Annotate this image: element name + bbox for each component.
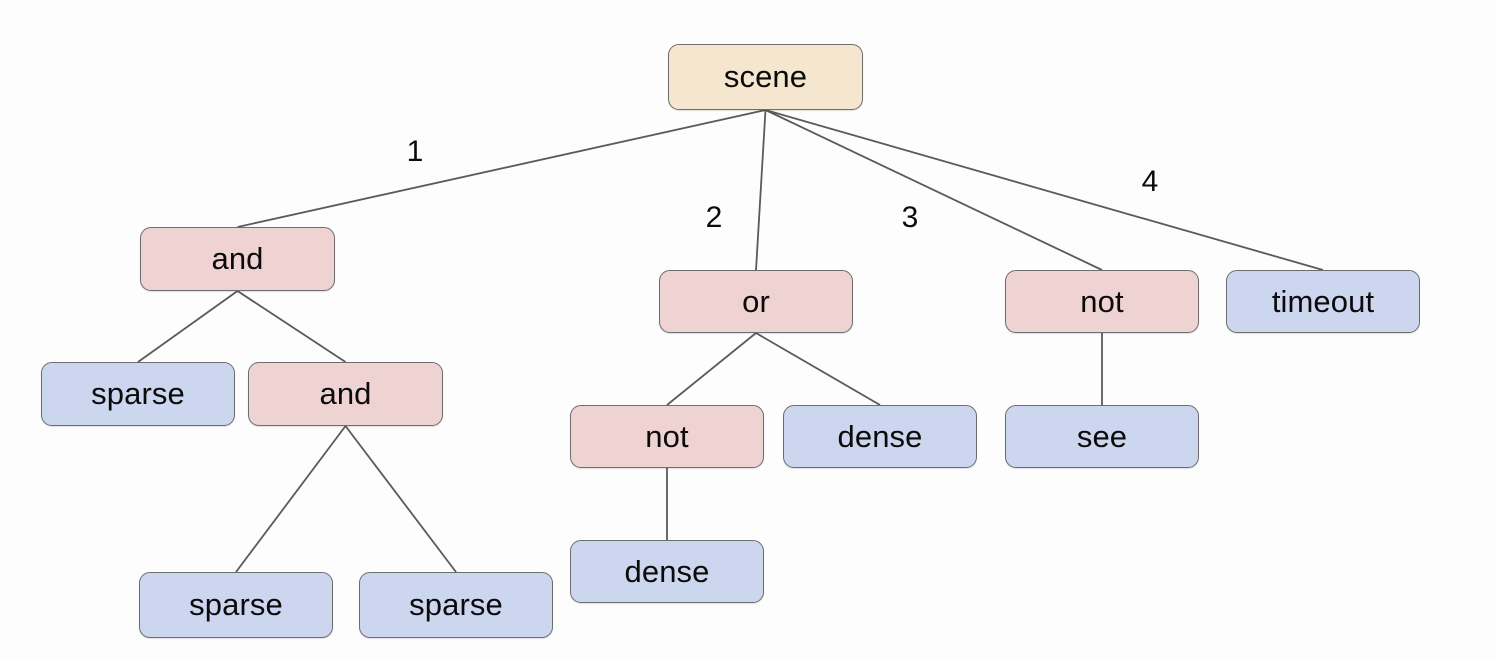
tree-edge: [755, 332, 881, 406]
tree-node-dense1[interactable]: dense: [783, 405, 977, 468]
tree-node-dense2[interactable]: dense: [570, 540, 764, 603]
tree-node-label: dense: [624, 553, 710, 589]
tree-node-see[interactable]: see: [1005, 405, 1199, 468]
tree-edge: [237, 290, 346, 363]
tree-node-label: not: [645, 418, 689, 454]
tree-node-label: timeout: [1271, 283, 1375, 319]
edge-label-1: 1: [406, 135, 424, 168]
tree-node-sparse2[interactable]: sparse: [139, 572, 333, 638]
tree-node-and2[interactable]: and: [248, 362, 443, 426]
edge-label-4: 4: [1141, 165, 1159, 198]
tree-edge: [765, 109, 1324, 271]
edge-label-3: 3: [901, 201, 919, 234]
tree-edge: [755, 109, 767, 271]
tree-node-label: sparse: [189, 587, 283, 622]
tree-edge: [344, 425, 457, 573]
tree-node-or1[interactable]: or: [659, 270, 853, 333]
tree-edge: [666, 332, 757, 406]
tree-node-label: and: [211, 241, 264, 276]
tree-node-label: dense: [837, 418, 923, 454]
tree-node-not_m[interactable]: not: [570, 405, 764, 468]
tree-node-label: or: [742, 283, 770, 319]
tree-edge: [765, 109, 1103, 271]
tree-node-label: scene: [723, 59, 808, 94]
tree-edge: [235, 425, 347, 573]
tree-node-sparse1[interactable]: sparse: [41, 362, 235, 426]
tree-node-scene[interactable]: scene: [668, 44, 863, 110]
tree-edge: [137, 290, 239, 363]
tree-node-and1[interactable]: and: [140, 227, 335, 291]
tree-node-label: sparse: [91, 376, 185, 411]
tree-node-label: sparse: [409, 587, 503, 622]
tree-node-timeout[interactable]: timeout: [1226, 270, 1420, 333]
tree-node-label: and: [319, 376, 372, 411]
tree-node-not_r[interactable]: not: [1005, 270, 1199, 333]
tree-node-label: not: [1080, 283, 1124, 319]
tree-node-sparse3[interactable]: sparse: [359, 572, 553, 638]
tree-node-label: see: [1076, 418, 1128, 454]
edge-label-2: 2: [705, 201, 723, 234]
tree-edge: [237, 109, 766, 228]
